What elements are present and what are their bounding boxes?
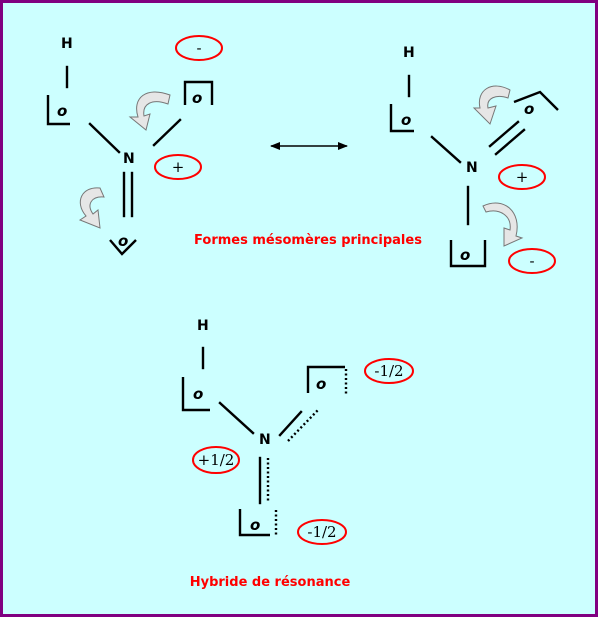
- lone-pairs: [449, 240, 487, 268]
- charge-label: -: [529, 252, 534, 270]
- atom-hydrogen: H: [61, 36, 73, 52]
- atom-oxygen: o: [401, 111, 411, 129]
- charge-badge-partial-negative: [297, 519, 347, 545]
- charge-badge-negative: [508, 248, 556, 274]
- atom-oxygen: o: [118, 232, 128, 250]
- atom-oxygen: o: [316, 375, 326, 393]
- bond-n-o-partial: [278, 410, 303, 437]
- charge-label: -1/2: [307, 523, 336, 541]
- charge-label: +: [172, 158, 185, 176]
- curved-arrow-icon: [128, 91, 171, 131]
- charge-label: -1/2: [374, 362, 403, 380]
- bond-o-n: [88, 122, 121, 154]
- atom-nitrogen: N: [466, 160, 478, 176]
- charge-badge-positive: [498, 164, 546, 190]
- atom-oxygen: o: [57, 102, 67, 120]
- atom-hydrogen: H: [197, 318, 209, 334]
- atom-oxygen: o: [524, 100, 534, 118]
- charge-badge-negative: [175, 35, 223, 61]
- atom-oxygen: o: [192, 89, 202, 107]
- bond-o-n: [218, 401, 255, 435]
- resonance-form-1: H o N o o - +: [46, 35, 223, 256]
- charge-label: +: [516, 168, 529, 186]
- lone-pairs: [46, 95, 70, 126]
- lone-pairs: [306, 365, 345, 393]
- lone-pairs: [183, 80, 214, 105]
- atom-hydrogen: H: [403, 45, 415, 61]
- caption-main-forms: Formes mésomères principales: [194, 233, 422, 248]
- lone-pairs: [389, 104, 414, 133]
- lone-pairs: [109, 239, 137, 256]
- lone-pairs: [181, 377, 210, 412]
- resonance-hybrid: H o N o o -1/2 +1/2 -1/2: [181, 318, 414, 545]
- lone-pairs: [513, 90, 559, 111]
- bond-n-o-single: [152, 118, 182, 147]
- charge-badge-partial-positive: [192, 446, 240, 474]
- atom-oxygen: o: [460, 246, 470, 264]
- lone-pairs: [238, 509, 270, 537]
- bond-o-n: [430, 135, 462, 164]
- charge-label: -: [196, 39, 201, 57]
- curved-arrow-icon: [472, 85, 511, 125]
- resonance-diagram: H o N o o - + H o N o o: [46, 35, 559, 590]
- atom-nitrogen: N: [259, 432, 271, 448]
- curved-arrow-icon: [78, 187, 105, 229]
- atom-nitrogen: N: [123, 151, 135, 167]
- resonance-form-2: H o N o o + -: [389, 45, 559, 274]
- bond-n-o-double: [494, 128, 526, 156]
- bond-n-o-partial-dotted: [287, 409, 319, 442]
- atom-oxygen: o: [193, 385, 203, 403]
- charge-badge-partial-negative: [364, 358, 414, 384]
- charge-label: +1/2: [198, 451, 235, 469]
- atom-oxygen: o: [250, 516, 260, 534]
- curved-arrow-icon: [482, 202, 524, 247]
- charge-badge-positive: [154, 154, 202, 180]
- caption-hybrid: Hybride de résonance: [190, 575, 351, 590]
- bond-n-o-double: [488, 120, 520, 148]
